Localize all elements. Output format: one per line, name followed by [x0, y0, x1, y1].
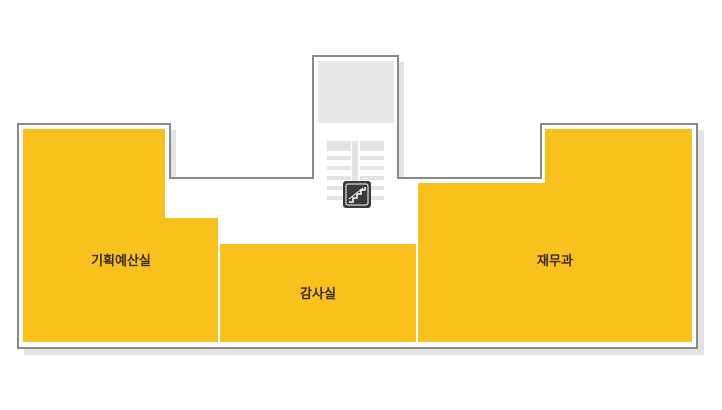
room-planning-budget-area[interactable] — [23, 129, 218, 342]
room-audit-area[interactable] — [220, 244, 416, 342]
elevator-core — [318, 61, 394, 123]
room-audit-label: 감사실 — [300, 286, 336, 302]
room-finance-area[interactable] — [418, 129, 692, 342]
stairs-icon — [343, 181, 371, 208]
room-planning-budget-label: 기획예산실 — [91, 253, 151, 269]
room-finance[interactable]: 재무과 — [418, 129, 692, 342]
room-finance-label: 재무과 — [537, 254, 573, 269]
room-planning-budget[interactable]: 기획예산실 — [23, 129, 218, 342]
room-audit[interactable]: 감사실 — [220, 244, 416, 342]
stairwell — [327, 141, 384, 201]
